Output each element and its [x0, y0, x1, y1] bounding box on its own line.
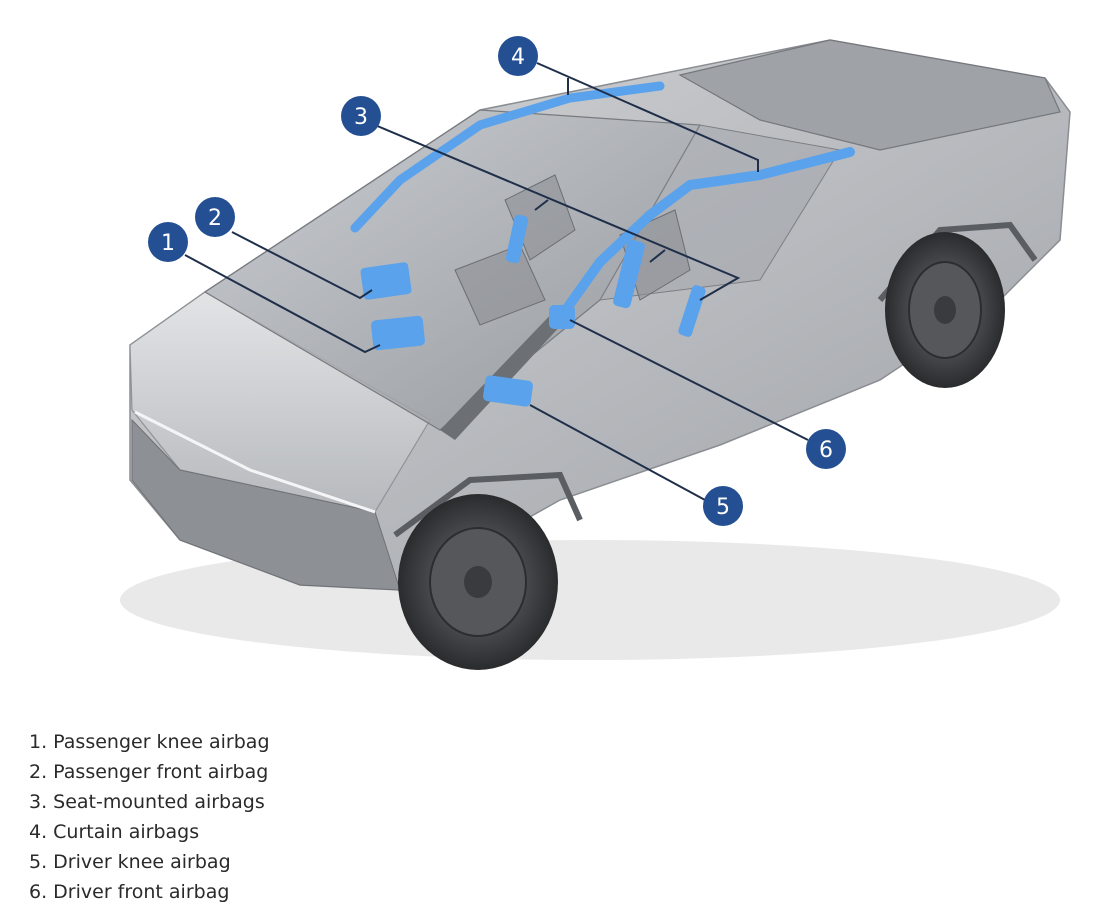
driver-front-airbag	[549, 305, 575, 329]
callout-3-number: 3	[354, 105, 368, 130]
callout-1: 1	[148, 222, 188, 262]
vehicle-airbag-diagram: 1 2 3 4 5 6	[0, 0, 1095, 700]
front-wheel	[398, 494, 558, 670]
airbag-legend: 1. Passenger knee airbag 2. Passenger fr…	[29, 727, 270, 907]
callout-5: 5	[703, 486, 743, 526]
callout-2-number: 2	[208, 206, 222, 231]
legend-item-seat-mounted-airbags: 3. Seat-mounted airbags	[29, 787, 270, 817]
callout-3: 3	[341, 96, 381, 136]
legend-item-driver-knee-airbag: 5. Driver knee airbag	[29, 847, 270, 877]
callout-6: 6	[806, 429, 846, 469]
callout-5-number: 5	[716, 495, 730, 520]
passenger-front-airbag	[360, 262, 412, 300]
legend-item-driver-front-airbag: 6. Driver front airbag	[29, 877, 270, 907]
callout-1-number: 1	[161, 231, 175, 256]
callout-6-number: 6	[819, 438, 833, 463]
legend-item-curtain-airbags: 4. Curtain airbags	[29, 817, 270, 847]
legend-item-passenger-knee-airbag: 1. Passenger knee airbag	[29, 727, 270, 757]
rear-wheel	[885, 232, 1005, 388]
vehicle-illustration	[120, 40, 1070, 670]
callout-2: 2	[195, 197, 235, 237]
callout-4-number: 4	[511, 45, 525, 70]
legend-item-passenger-front-airbag: 2. Passenger front airbag	[29, 757, 270, 787]
callout-4: 4	[498, 36, 538, 76]
